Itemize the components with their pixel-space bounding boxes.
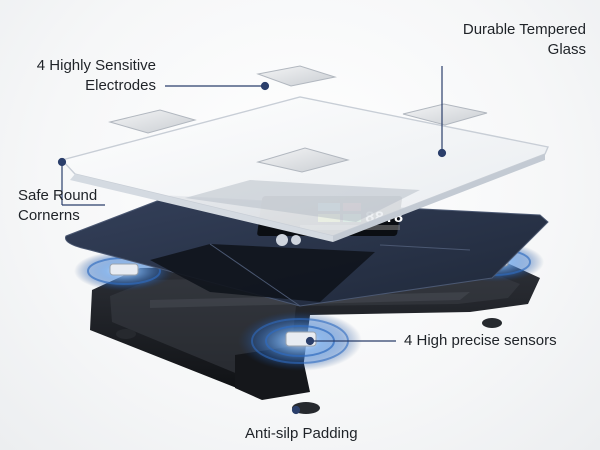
electrodes <box>108 65 488 173</box>
callout-corners-line1: Safe Round <box>18 187 98 204</box>
callout-corners-line2: Cornerns <box>18 207 80 224</box>
load-sensor-front-left <box>238 311 362 371</box>
callout-padding-text: Anti-silp Padding <box>245 425 358 442</box>
callout-sensors: 4 High precise sensors <box>404 331 557 351</box>
callout-corners: Safe Round Cornerns <box>18 186 97 226</box>
callout-electrodes-line2: Electrodes <box>85 77 156 94</box>
callout-sensors-text: 4 High precise sensors <box>404 332 557 349</box>
callout-glass-line1: Durable Tempered <box>462 21 586 38</box>
callout-electrodes-line1: 4 Highly Sensitive <box>36 57 156 74</box>
callout-glass: Durable Tempered Glass <box>463 20 586 60</box>
callout-electrodes: 4 Highly Sensitive Electrodes <box>14 56 156 96</box>
callout-padding: Anti-silp Padding <box>245 424 358 444</box>
callout-glass-line2: Glass <box>547 41 586 58</box>
callout-lines <box>57 66 447 415</box>
